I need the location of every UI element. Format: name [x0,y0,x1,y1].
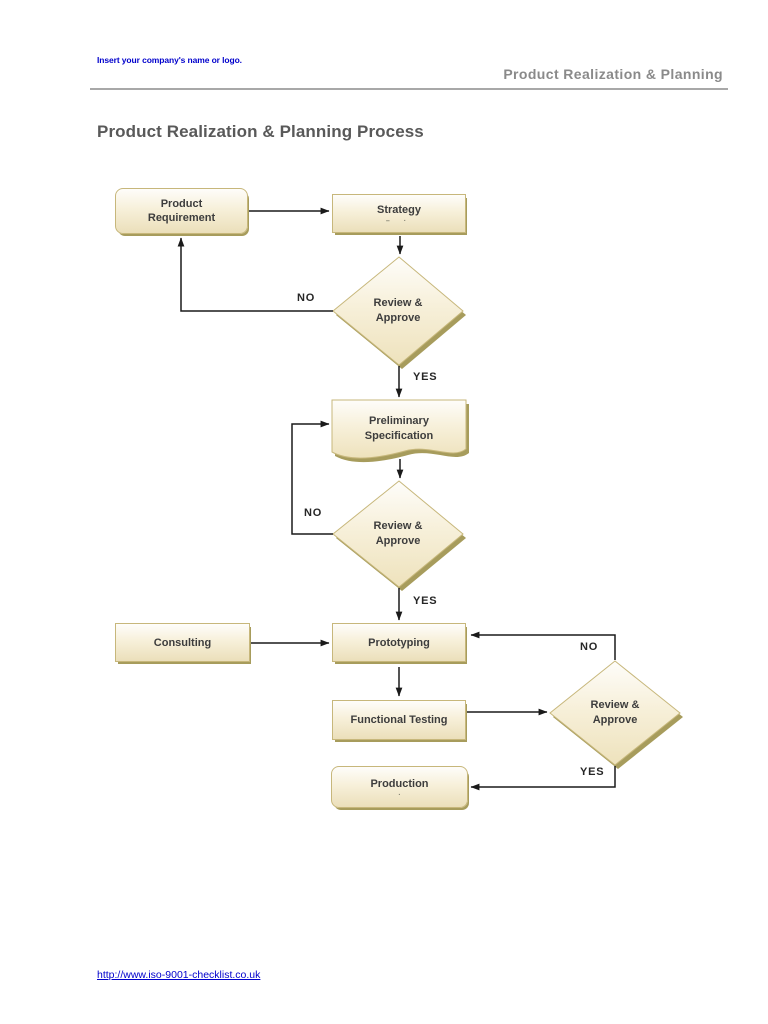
node-review-approve-1-label: Review & Approve [333,287,463,335]
document-shape-preliminary-specification [331,399,467,459]
diamond-review-approve-2 [332,480,464,588]
node-label: Production [370,777,429,790]
node-label: Product [160,198,203,210]
node-label: Approve [592,714,638,726]
edge-label-yes-3: YES [580,766,605,778]
clipped-text-hint: – · [385,219,413,224]
node-label: Consulting [153,636,212,649]
node-preliminary-specification-label: Preliminary Specification [332,405,466,453]
edge-label-no-3: NO [580,641,599,653]
node-label: Functional Testing [350,714,448,726]
company-name-placeholder: Insert your company's name or logo. [97,55,242,65]
node-label: Prototyping [368,636,430,649]
edge-label-yes-2: YES [413,595,438,607]
connector-review-1-no-to-product-requirement [177,237,333,312]
connector-review-3-yes-to-production [470,766,616,791]
page-title: Product Realization & Planning Process [97,122,424,141]
node-review-approve-3-label: Review & Approve [550,689,680,737]
node-label: Specification [364,430,434,442]
node-product-requirement: Product Requirement [115,188,248,234]
edge-label-no-2: NO [304,507,323,519]
node-consulting: Consulting [115,623,250,662]
footer-url-link[interactable]: http://www.iso-9001-checklist.co.uk [97,969,261,981]
node-label: Requirement [147,212,216,224]
diamond-review-approve-1 [332,256,464,366]
node-strategy: Strategy – · [332,194,466,233]
header-divider [90,88,728,90]
node-label: Strategy [376,204,422,216]
edge-label-no-1: NO [297,292,316,304]
header-document-title: Product Realization & Planning [503,66,723,82]
edge-label-yes-1: YES [413,371,438,383]
node-prototyping: Prototyping [332,623,466,662]
node-production: Production · [331,766,468,808]
node-label: Review & [590,699,640,711]
clipped-text-hint: · [398,792,401,798]
node-review-approve-2-label: Review & Approve [333,510,463,558]
node-label: Review & [373,297,423,309]
diamond-review-approve-3 [549,660,681,766]
node-label: Review & [373,520,423,532]
connector-review-2-no-to-preliminary [291,420,333,535]
node-label: Preliminary [369,415,429,427]
node-label: Approve [375,535,421,547]
node-functional-testing: Functional Testing [332,700,466,740]
node-label: Approve [375,312,421,324]
connector-review-3-no-to-prototyping [470,631,616,660]
